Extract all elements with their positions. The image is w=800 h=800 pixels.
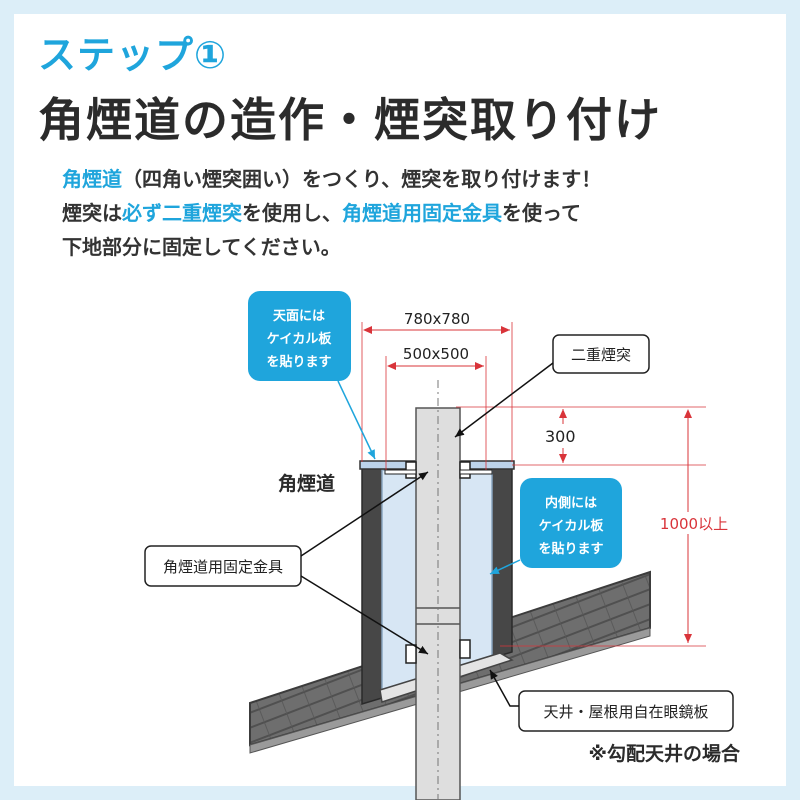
description-line-1: 角煙道（四角い煙突囲い）をつくり、煙突を取り付けます！ xyxy=(62,162,601,196)
highlight-bracket: 角煙道用固定金具 xyxy=(342,201,502,225)
bracket-leader-bottom xyxy=(300,575,429,655)
callout-inside-line-1: 内側には xyxy=(545,495,597,511)
description-text: を使用し、 xyxy=(242,201,342,225)
step-label: ステップ① xyxy=(38,33,228,77)
left-wall xyxy=(361,467,383,706)
description-text: を使って xyxy=(502,201,581,225)
callout-inside-line-3: を貼ります xyxy=(538,541,603,557)
dimension-300-label: 300 xyxy=(545,427,576,446)
description-text: （四角い煙突囲い）をつくり、煙突を取り付けます！ xyxy=(122,167,602,191)
callout-inside-board: 内側には ケイカル板 を貼ります xyxy=(520,478,622,568)
bracket-top xyxy=(384,461,493,479)
bracket-bottom xyxy=(405,639,471,664)
callout-top-board: 天面には ケイカル板 を貼ります xyxy=(248,291,351,381)
dimension-outer-label: 780x780 xyxy=(404,310,470,328)
note: ※勾配天井の場合 xyxy=(589,742,741,765)
page-title: 角煙道の造作・煙突取り付け xyxy=(38,93,662,147)
bracket-label-box: 角煙道用固定金具 xyxy=(144,545,302,587)
chimney-label-box: 二重煙突 xyxy=(552,334,650,374)
highlight-kakuentou: 角煙道 xyxy=(62,167,122,191)
double-chimney xyxy=(415,380,461,800)
description-line-2: 煙突は必ず二重煙突を使用し、角煙道用固定金具を使って xyxy=(62,196,601,230)
ceiling-plate-leader xyxy=(489,669,519,707)
callout-inside-line-2: ケイカル板 xyxy=(539,518,605,534)
callout-top-line-3: を貼ります xyxy=(266,354,331,370)
dimension-1000-label: 1000以上 xyxy=(660,515,728,533)
right-wall xyxy=(491,467,513,660)
ceiling-plate-label: 天井・屋根用自在眼鏡板 xyxy=(543,703,708,721)
highlight-double-chimney: 必ず二重煙突 xyxy=(122,201,242,225)
bracket-leader-top xyxy=(300,471,429,557)
chimney-label: 二重煙突 xyxy=(571,346,631,364)
description-text: 煙突は xyxy=(62,201,122,225)
dimension-inner-label: 500x500 xyxy=(403,345,469,363)
chimney-leader xyxy=(454,362,554,438)
callout-top-line-2: ケイカル板 xyxy=(267,331,333,347)
description: 角煙道（四角い煙突囲い）をつくり、煙突を取り付けます！ 煙突は必ず二重煙突を使用… xyxy=(62,162,601,264)
bracket-label: 角煙道用固定金具 xyxy=(163,558,283,576)
description-line-3: 下地部分に固定してください。 xyxy=(62,235,341,259)
callout-top-leader xyxy=(337,380,376,460)
dimension-1000-bg xyxy=(660,512,730,534)
callout-top-line-1: 天面には xyxy=(273,309,325,324)
callout-inside-leader xyxy=(489,559,521,575)
kakuentou-label: 角煙道 xyxy=(278,472,335,495)
ceiling-plate-label-box: 天井・屋根用自在眼鏡板 xyxy=(518,690,734,732)
